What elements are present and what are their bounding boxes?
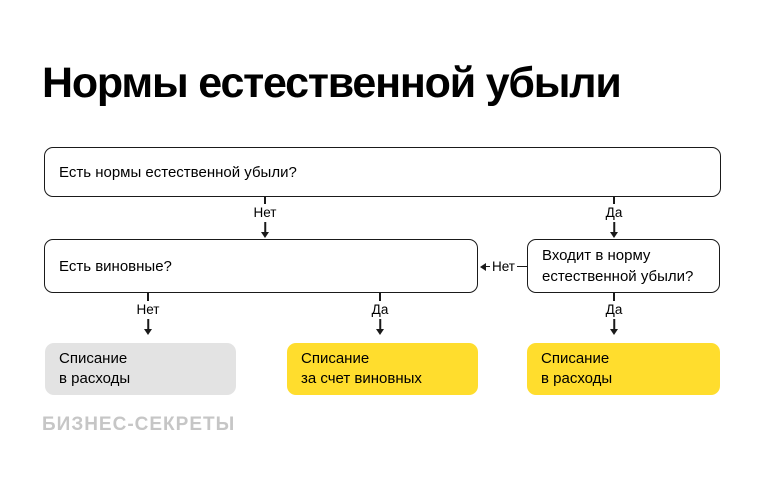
result-text-line2: в расходы [59,370,131,387]
result-text-line1: Списание [541,350,610,367]
branch-label-no: Нет [492,258,515,274]
connector-line [147,293,149,301]
connector-line [613,293,615,301]
connector-line [613,196,615,204]
question-text: Есть виновные? [59,257,172,275]
branch-label-no: Нет [253,205,277,220]
result-text-line1: Списание [301,350,370,367]
result-text-line2: в расходы [541,370,613,387]
question-box-guilty-exist: Есть виновные? [44,239,478,293]
arrow-down-icon [610,319,619,335]
branch-q1-yes: Да [584,196,644,238]
connector-line [264,196,266,204]
result-box-charge-guilty: Списание за счет виновных [287,343,478,395]
branch-q2-yes: Да [350,293,410,335]
branch-label-yes: Да [605,302,623,317]
business-secrets-logo: БИЗНЕС-СЕКРЕТЫ [42,414,236,435]
page-title: Нормы естественной убыли [42,59,622,107]
arrow-down-icon [610,222,619,238]
question-box-within-norm: Входит в норму естественной убыли? [527,239,720,293]
branch-label-yes: Да [605,205,623,220]
question-box-norms-exist: Есть нормы естественной убыли? [44,147,721,197]
question-text: Есть нормы естественной убыли? [59,163,297,181]
connector-line [379,293,381,301]
arrow-left-icon [480,262,486,271]
result-text-line1: Списание [59,350,128,367]
branch-label-no: Нет [136,302,160,317]
arrow-down-icon [144,319,153,335]
connector-line [517,265,528,268]
connector-line [486,265,490,268]
question-text-line2: естественной убыли? [542,268,694,285]
result-box-write-off-expenses-yellow: Списание в расходы [527,343,720,395]
branch-q1-no: Нет [235,196,295,238]
branch-q2-no: Нет [118,293,178,335]
arrow-down-icon [376,319,385,335]
question-text-line1: Входит в норму [542,247,651,264]
branch-label-yes: Да [371,302,389,317]
branch-q3-no: Нет [480,258,528,275]
result-text-line2: за счет виновных [301,370,422,387]
branch-q3-yes: Да [584,293,644,335]
result-box-write-off-expenses-gray: Списание в расходы [45,343,236,395]
arrow-down-icon [261,222,270,238]
